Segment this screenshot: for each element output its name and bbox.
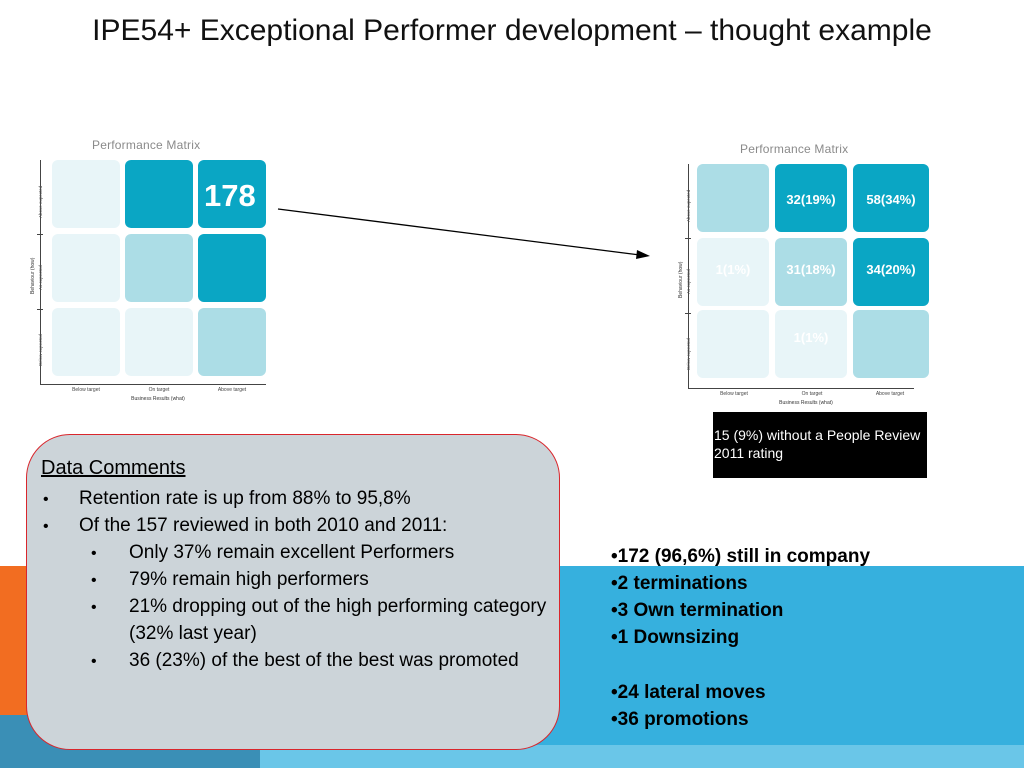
x-axis-line xyxy=(40,384,266,385)
matrix-cell xyxy=(697,310,769,378)
stat-item: •172 (96,6%) still in company xyxy=(611,546,871,567)
col-label: On target xyxy=(148,387,170,393)
col-label: Above target xyxy=(875,391,905,397)
matrix-cell xyxy=(52,234,120,302)
performance-matrix-right: Performance Matrix Behaviour (how) Above… xyxy=(676,138,929,408)
stat-item: •36 promotions xyxy=(611,709,749,730)
col-label: On target xyxy=(801,391,823,397)
stat-item: •3 Own termination xyxy=(611,600,784,621)
matrix-cell: 58(34%) xyxy=(853,164,929,232)
bullet: • xyxy=(43,518,49,535)
matrix-cell: 1(1%) xyxy=(697,238,769,306)
axis-tick xyxy=(685,238,691,239)
matrix-cell xyxy=(125,234,193,302)
matrix-cell xyxy=(52,160,120,228)
light-blue-band xyxy=(260,745,1024,768)
bullet: • xyxy=(91,599,97,616)
comment-subitem: Only 37% remain excellent Performers xyxy=(129,542,455,563)
matrix-cell xyxy=(697,164,769,232)
comment-subitem: 36 (23%) of the best of the best was pro… xyxy=(129,650,519,671)
bullet: • xyxy=(91,545,97,562)
x-axis-line xyxy=(688,388,914,389)
stat-item: •1 Downsizing xyxy=(611,627,740,648)
bullet: • xyxy=(91,572,97,589)
cell-value: 34(20%) xyxy=(866,262,916,277)
slide-title: IPE54+ Exceptional Performer development… xyxy=(92,14,932,47)
bullet: • xyxy=(43,491,49,508)
y-axis-line xyxy=(40,160,41,384)
col-label: Below target xyxy=(720,391,748,397)
col-label: Below target xyxy=(72,387,100,393)
count-value: 178 xyxy=(204,178,256,213)
matrix-cell xyxy=(198,308,266,376)
axis-tick xyxy=(685,313,691,314)
matrix-cell: 1(1%) xyxy=(775,310,847,378)
matrix-cell xyxy=(125,308,193,376)
note-box: 15 (9%) without a People Review 2011 rat… xyxy=(713,412,927,478)
axis-tick xyxy=(37,234,43,235)
comment-subitem: 79% remain high performers xyxy=(129,569,369,590)
comment-item: Retention rate is up from 88% to 95,8% xyxy=(79,488,411,509)
data-comments-box: Data Comments • Retention rate is up fro… xyxy=(26,434,560,750)
comments-heading: Data Comments xyxy=(41,457,186,479)
x-axis-label: Business Results (what) xyxy=(779,400,833,406)
matrix-cell xyxy=(125,160,193,228)
matrix-cell xyxy=(198,160,266,228)
performance-matrix-left: Performance Matrix Behaviour (how) Above… xyxy=(28,134,268,404)
matrix-cell xyxy=(52,308,120,376)
bullet: • xyxy=(91,653,97,670)
matrix-title: Performance Matrix xyxy=(740,142,849,156)
x-axis-label: Business Results (what) xyxy=(131,396,185,402)
comment-subitem: 21% dropping out of the high performing … xyxy=(129,596,547,644)
stat-item: •24 lateral moves xyxy=(611,682,766,703)
matrix-cell: 34(20%) xyxy=(853,238,929,306)
matrix-cell xyxy=(198,234,266,302)
cell-value: 1(1%) xyxy=(715,262,751,277)
comment-item: Of the 157 reviewed in both 2010 and 201… xyxy=(79,515,448,536)
matrix-title: Performance Matrix xyxy=(92,138,201,152)
cell-value: 1(1%) xyxy=(793,330,829,345)
axis-tick xyxy=(37,309,43,310)
cell-value: 31(18%) xyxy=(786,262,836,277)
cell-value: 58(34%) xyxy=(866,192,916,207)
col-label: Above target xyxy=(217,387,247,393)
y-axis-line xyxy=(688,164,689,388)
cell-value: 32(19%) xyxy=(786,192,836,207)
matrix-cell: 31(18%) xyxy=(775,238,847,306)
matrix-cell: 32(19%) xyxy=(775,164,847,232)
matrix-cell xyxy=(853,310,929,378)
stat-item: •2 terminations xyxy=(611,573,748,594)
